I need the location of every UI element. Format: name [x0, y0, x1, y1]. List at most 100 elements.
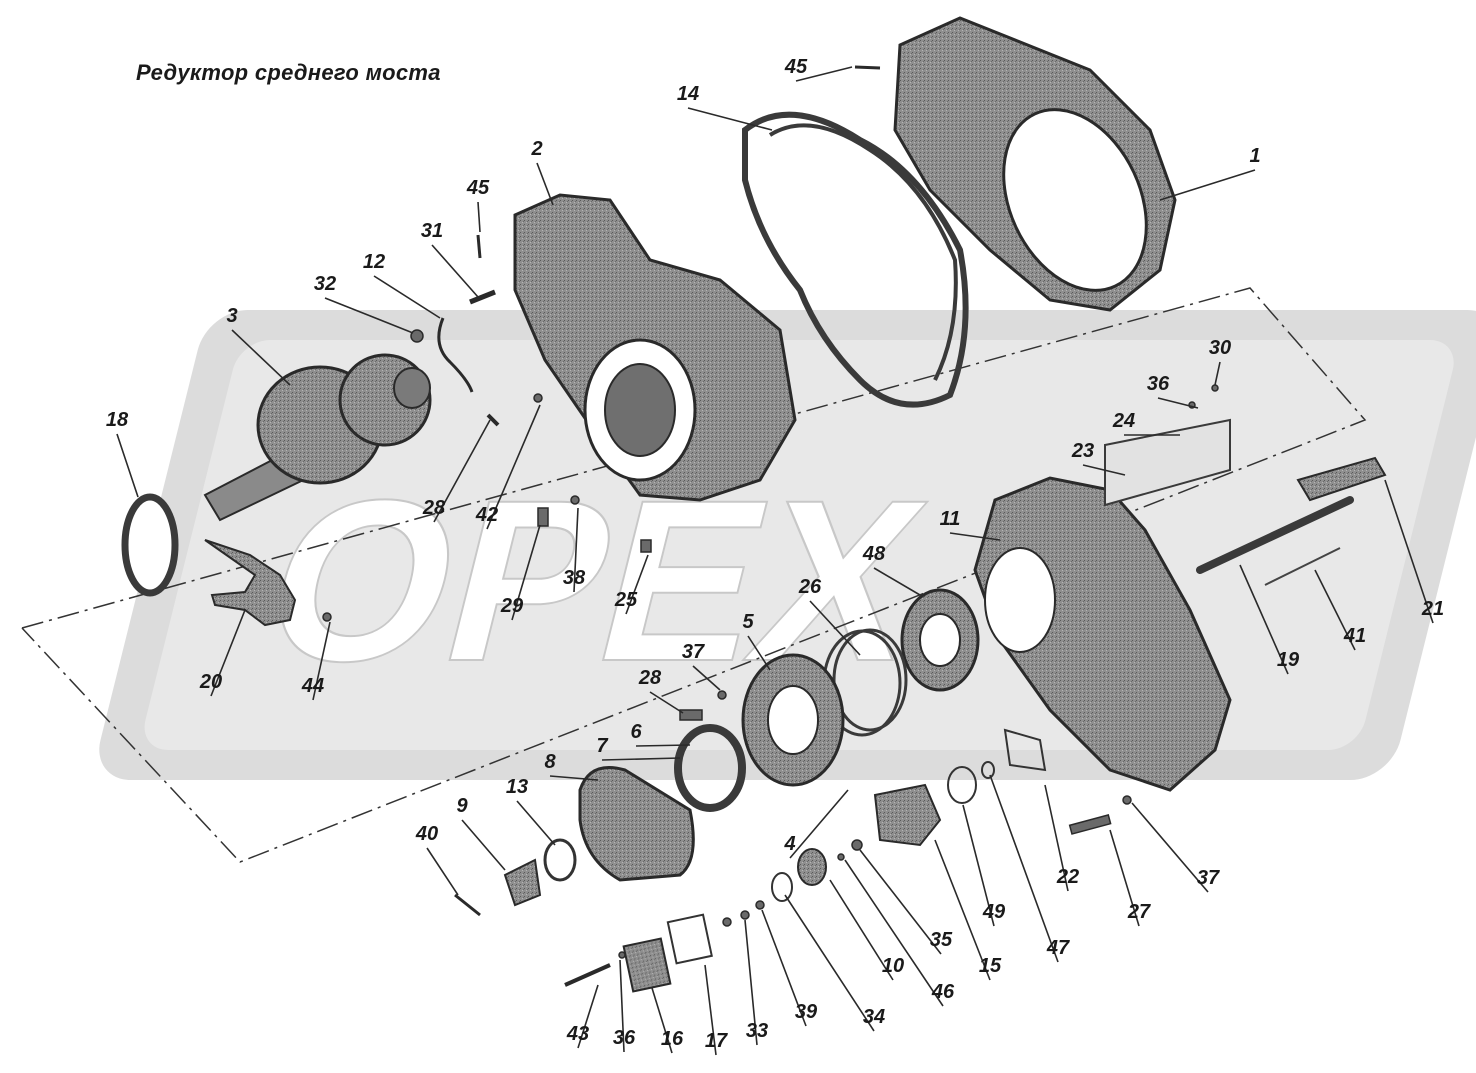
part-45-pin-2	[854, 65, 881, 70]
leader-line-7	[601, 757, 681, 761]
callout-37: 37	[1197, 867, 1220, 889]
assembly-boundary	[21, 287, 1367, 863]
part-42-pin	[533, 393, 543, 403]
leader-line-45	[477, 201, 481, 233]
callout-26: 26	[798, 576, 822, 598]
callout-37: 37	[682, 641, 705, 663]
callout-25: 25	[614, 589, 638, 611]
callout-1: 1	[1249, 145, 1260, 167]
leader-line-32	[324, 297, 414, 334]
callout-16: 16	[661, 1028, 684, 1050]
part-40-pin	[454, 893, 481, 917]
callout-36: 36	[1147, 373, 1170, 395]
part-25-plug	[640, 539, 652, 553]
callout-14: 14	[677, 83, 699, 105]
leader-line-39	[761, 909, 807, 1027]
callout-21: 21	[1421, 598, 1444, 620]
callout-9: 9	[456, 795, 468, 817]
callout-31: 31	[421, 220, 443, 242]
callout-8: 8	[544, 751, 556, 773]
leader-line-33	[744, 919, 758, 1046]
part-13-ring	[543, 838, 577, 882]
leader-line-37	[692, 665, 721, 691]
leader-line-29	[511, 524, 541, 621]
leader-line-40	[426, 847, 459, 896]
leader-line-5	[747, 635, 771, 671]
part-14-gaskets	[742, 111, 969, 408]
callout-22: 22	[1056, 866, 1079, 888]
callout-27: 27	[1127, 901, 1151, 923]
leader-line-47	[989, 774, 1059, 963]
callout-49: 49	[982, 901, 1006, 923]
leader-line-3	[231, 329, 291, 386]
leader-line-45	[795, 66, 853, 82]
watermark-text: OPEX	[243, 453, 946, 709]
leader-line-18	[116, 433, 139, 498]
part-21-spring	[1296, 456, 1387, 502]
part-44-screw	[322, 612, 332, 622]
part-28-bolt	[679, 709, 703, 721]
leader-line-2	[536, 162, 554, 206]
part-5-bore	[767, 685, 819, 755]
leader-line-9	[461, 819, 506, 871]
leader-line-1	[1159, 169, 1256, 201]
callout-18: 18	[106, 409, 129, 431]
leader-line-43	[577, 984, 599, 1049]
part-28-bolt-2	[486, 413, 500, 427]
callout-44: 44	[301, 675, 324, 697]
callout-11: 11	[940, 508, 961, 530]
leader-line-35	[859, 849, 942, 955]
leader-line-28	[433, 419, 491, 523]
callout-45: 45	[784, 56, 808, 78]
part-7-seal	[674, 724, 746, 812]
leader-line-13	[516, 800, 556, 846]
callout-10: 10	[882, 955, 904, 977]
page-title: Редуктор среднего моста	[136, 60, 441, 85]
leader-line-11	[949, 532, 1001, 541]
leader-line-22	[1044, 784, 1069, 892]
leader-line-28	[649, 691, 684, 714]
part-37-washer	[1122, 795, 1132, 805]
part-46-washer	[837, 853, 845, 861]
leader-line-27	[1109, 829, 1140, 927]
callout-15: 15	[979, 955, 1002, 977]
part-18-ring	[121, 493, 179, 597]
part-34-washer	[771, 872, 793, 902]
leader-line-34	[784, 894, 875, 1032]
leader-line-46	[844, 859, 944, 1007]
part-10-nut	[797, 848, 827, 886]
callout-23: 23	[1071, 440, 1094, 462]
callout-42: 42	[475, 504, 498, 526]
callout-32: 32	[314, 273, 336, 295]
leader-line-26	[809, 600, 861, 656]
callout-17: 17	[705, 1030, 728, 1052]
leader-line-25	[625, 554, 649, 615]
callout-5: 5	[742, 611, 754, 633]
part-49-ring	[947, 766, 977, 804]
callout-13: 13	[506, 776, 528, 798]
part-48-bore	[919, 613, 961, 667]
callout-4: 4	[783, 833, 795, 855]
leader-line-19	[1239, 564, 1289, 675]
part-31-bolt	[469, 289, 496, 305]
leader-line-16	[651, 987, 673, 1054]
part-1-housing	[893, 16, 1177, 312]
part-32-nut	[410, 329, 424, 343]
part-9-cap	[503, 858, 542, 907]
callout-3: 3	[226, 305, 237, 327]
callout-41: 41	[1343, 625, 1366, 647]
callout-28: 28	[422, 497, 446, 519]
part-39-washer	[755, 900, 765, 910]
part-8-hub	[578, 766, 695, 882]
part-43-bolt	[564, 963, 611, 987]
leader-line-14	[687, 107, 773, 131]
leader-line-36	[619, 959, 625, 1053]
part-2-carrier	[513, 193, 797, 502]
part-30-pin	[1211, 384, 1219, 392]
leader-line-8	[549, 775, 599, 781]
leader-lines	[116, 66, 1434, 1056]
leader-line-17	[704, 964, 717, 1056]
leader-line-30	[1214, 361, 1221, 386]
